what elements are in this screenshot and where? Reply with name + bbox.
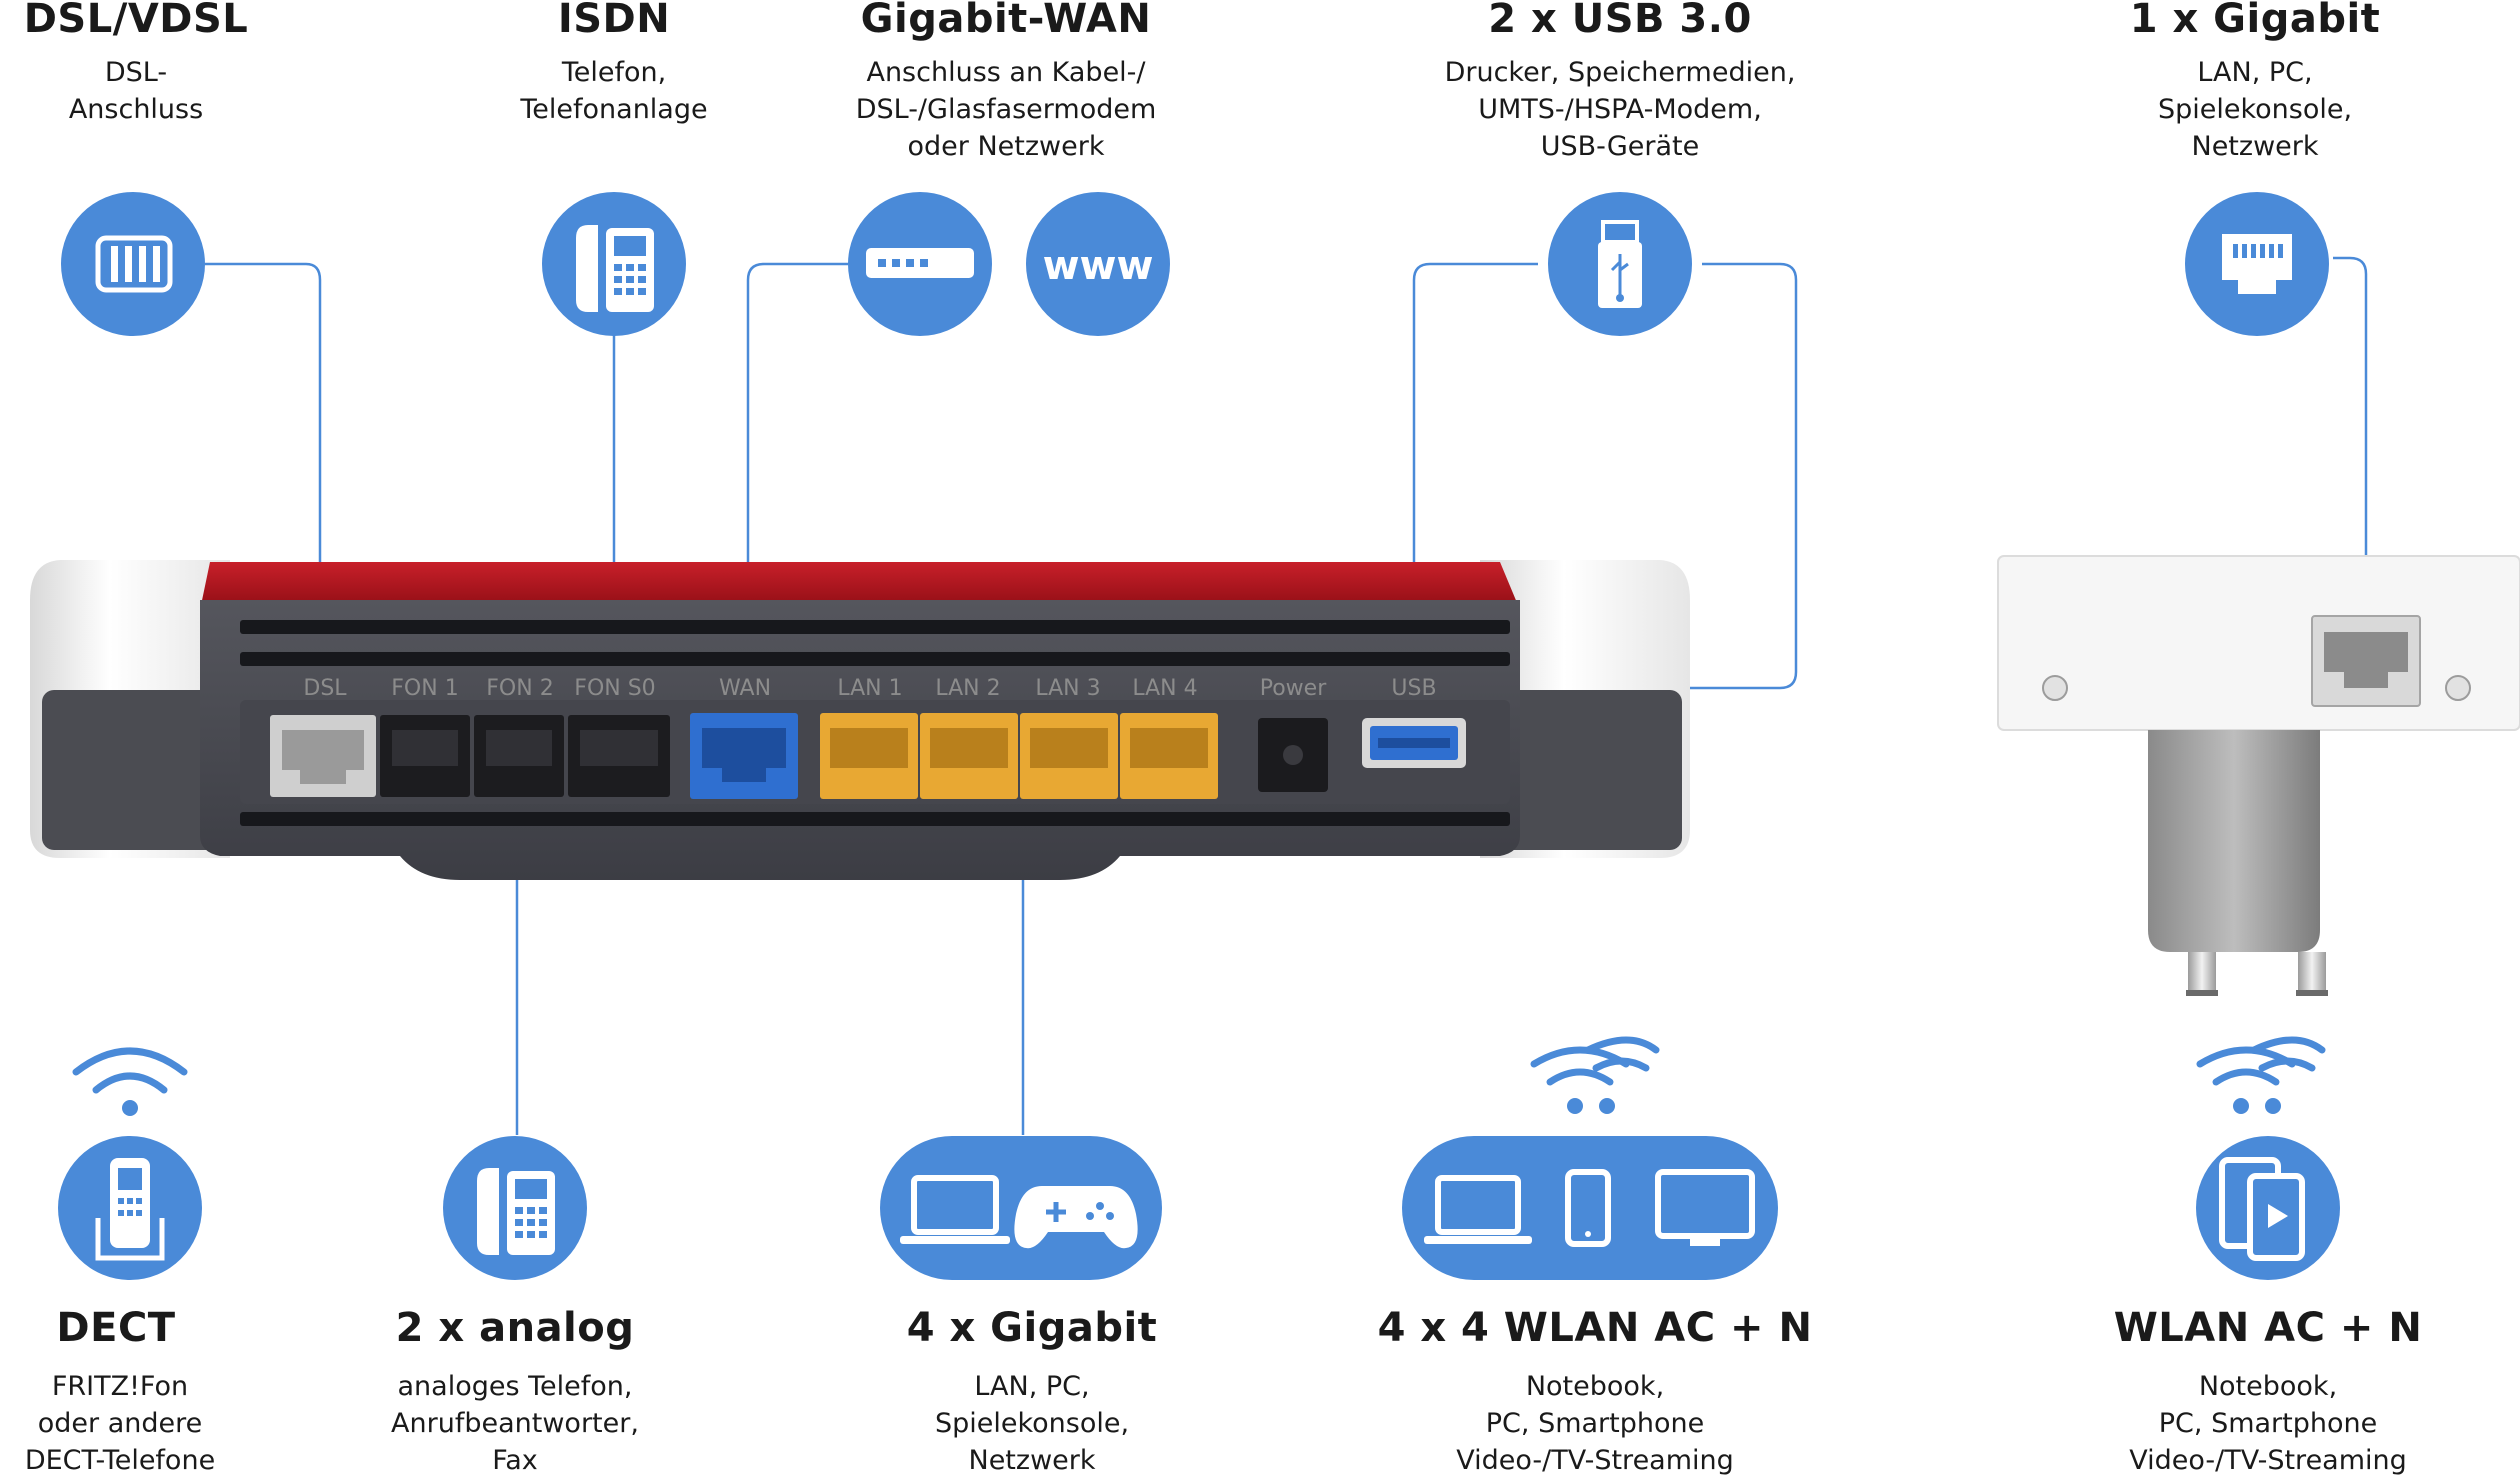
router-vents	[240, 620, 1510, 826]
feature-desc-dsl: DSL-Anschluss	[68, 57, 204, 125]
feature-desc-usb: Drucker, Speichermedien,UMTS-/HSPA-Modem…	[1444, 57, 1796, 162]
ethernet-port-icon	[2185, 192, 2329, 336]
port-label-fon1: FON 1	[391, 676, 458, 701]
feature-title-usb: 2 x USB 3.0	[1488, 0, 1752, 42]
port-label-lan4: LAN 4	[1132, 676, 1197, 701]
feature-title-dsl: DSL/VDSL	[23, 0, 249, 42]
repeater-plug-housing	[2148, 730, 2320, 952]
usb-stick-icon	[1548, 192, 1692, 336]
port-label-dsl: DSL	[303, 676, 347, 701]
router-right-foot	[1500, 690, 1682, 850]
feature-title-lan-gigabit: 4 x Gigabit	[906, 1305, 1158, 1351]
port-label-lan2: LAN 2	[935, 676, 1000, 701]
www-icon: www	[1026, 192, 1170, 336]
feature-desc-repeater-lan: LAN, PC,Spielekonsole,Netzwerk	[2157, 57, 2353, 162]
repeater-screw-right	[2445, 675, 2471, 701]
port-lan1[interactable]	[820, 713, 918, 799]
connector-usb-right	[1535, 262, 1798, 690]
router-device: DSL FON 1 FON 2 FON S0 WAN LAN 1 LAN 2 L…	[30, 560, 1690, 880]
desk-phone-icon	[443, 1136, 587, 1280]
port-label-lan3: LAN 3	[1035, 676, 1100, 701]
feature-title-analog: 2 x analog	[395, 1305, 635, 1351]
feature-desc-analog: analoges Telefon,Anrufbeantworter,Fax	[391, 1371, 639, 1476]
connector-wan	[746, 262, 848, 700]
modem-icon	[848, 192, 992, 336]
repeater-device	[1997, 555, 2520, 996]
port-dsl[interactable]	[270, 715, 376, 797]
port-label-fons0: FON S0	[574, 676, 655, 701]
port-lan4[interactable]	[1120, 713, 1218, 799]
feature-desc-isdn: Telefon,Telefonanlage	[520, 57, 708, 125]
feature-title-repeater-lan: 1 x Gigabit	[2129, 0, 2381, 42]
feature-title-wlan-repeater: WLAN AC + N	[2113, 1305, 2423, 1351]
port-label-usb: USB	[1391, 676, 1436, 701]
repeater-plug-pin-left	[2188, 952, 2216, 996]
laptop-gamepad-icon	[880, 1136, 1162, 1280]
router-left-foot	[42, 690, 242, 850]
port-label-lan1: LAN 1	[837, 676, 902, 701]
port-lan3[interactable]	[1020, 713, 1118, 799]
svg-text:www: www	[1043, 243, 1154, 289]
port-fon2[interactable]	[474, 715, 564, 797]
port-wan[interactable]	[690, 713, 798, 799]
port-label-wan: WAN	[719, 676, 771, 701]
repeater-body	[1997, 555, 2520, 731]
port-label-fon2: FON 2	[486, 676, 553, 701]
desk-phone-icon	[542, 192, 686, 336]
port-usb[interactable]	[1362, 718, 1466, 768]
connector-repeater	[2333, 256, 2368, 616]
devices-icon	[1402, 1136, 1778, 1280]
tv-icon	[1655, 1169, 1755, 1246]
laptop-icon	[1424, 1175, 1532, 1244]
port-fon1[interactable]	[380, 715, 470, 797]
connector-usb	[1412, 262, 1538, 672]
router-port-labels: DSL FON 1 FON 2 FON S0 WAN LAN 1 LAN 2 L…	[303, 676, 1436, 701]
feature-title-dect: DECT	[56, 1305, 176, 1351]
feature-title-wlan-4x4: 4 x 4 WLAN AC + N	[1377, 1305, 1813, 1351]
smartphone-icon	[1565, 1169, 1611, 1247]
wifi-icon-wlan	[1530, 1036, 1660, 1114]
port-power[interactable]	[1258, 718, 1328, 792]
feature-title-gigabit-wan: Gigabit-WAN	[860, 0, 1152, 42]
feature-title-isdn: ISDN	[557, 0, 671, 42]
port-lan2[interactable]	[920, 713, 1018, 799]
cordless-phone-icon	[58, 1136, 202, 1280]
feature-desc-lan-gigabit: LAN, PC,Spielekonsole,Netzwerk	[934, 1371, 1130, 1476]
repeater-plug-pin-right	[2298, 952, 2326, 996]
wifi-icon-dect	[72, 1047, 188, 1116]
wifi-icon-repeater	[2196, 1036, 2326, 1114]
port-label-power: Power	[1260, 676, 1327, 701]
repeater-lan-port[interactable]	[2311, 615, 2421, 707]
gamepad-icon	[1014, 1186, 1138, 1249]
connector-dsl	[205, 262, 322, 672]
tablet-video-icon	[2196, 1136, 2340, 1280]
router-red-top	[200, 562, 1520, 610]
dsl-port-icon	[61, 192, 205, 336]
repeater-screw-left	[2042, 675, 2068, 701]
laptop-icon	[900, 1175, 1010, 1244]
port-fons0[interactable]	[568, 715, 670, 797]
